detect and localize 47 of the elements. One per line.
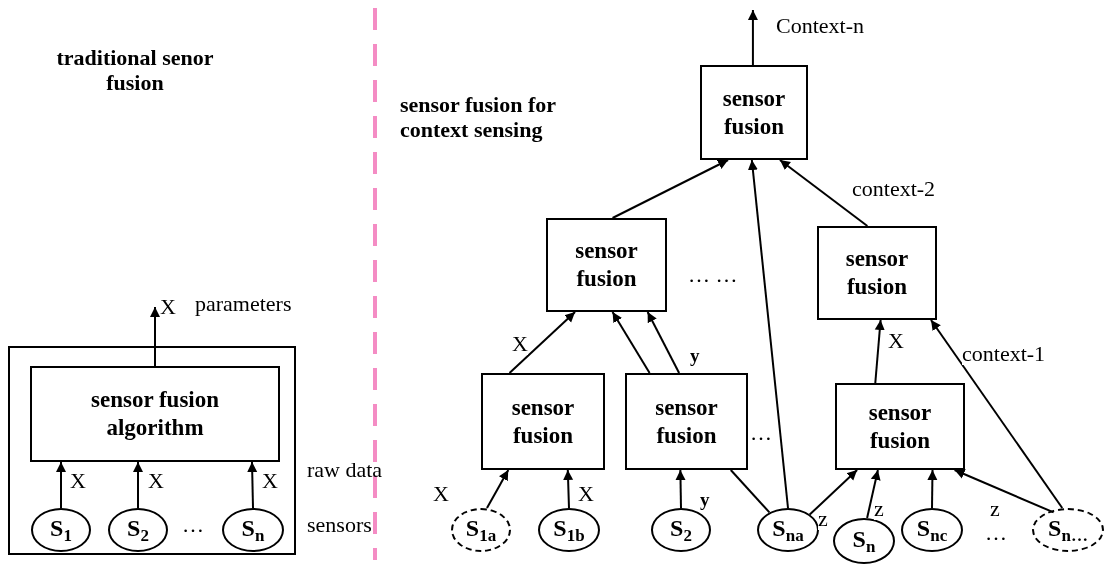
process-box: sensor fusion (481, 373, 605, 470)
sensor-ellipse: S$_{n}$ (222, 508, 284, 552)
arrow (611, 311, 651, 374)
process-box: sensor fusion (625, 373, 748, 470)
enclosing-box (8, 346, 296, 555)
arrow (56, 461, 66, 509)
arrow (874, 319, 885, 384)
process-box: sensor fusion (546, 218, 667, 312)
sensor-ellipse: S$_{n}$ (833, 518, 895, 564)
arrow (930, 319, 1064, 509)
arrow (611, 159, 730, 219)
sensor-ellipse: S$_{1b}$ (538, 508, 600, 552)
arrow (747, 9, 758, 66)
arrow (133, 461, 143, 509)
process-box: sensor fusion (835, 383, 965, 470)
text-label: sensors (307, 512, 372, 538)
text-label: raw data (307, 457, 383, 483)
text-label: … (750, 420, 772, 446)
sensor-ellipse: S$_{1a}$ (451, 508, 511, 552)
sensor-ellipse: S$_{1}$ (31, 508, 91, 552)
arrow (646, 311, 681, 374)
arrow (747, 159, 789, 509)
sensor-ellipse: S$_{2}$ (108, 508, 168, 552)
heading: sensor fusion for context sensing (400, 92, 557, 143)
sensor-ellipse: S$_{na}$ (757, 508, 819, 552)
arrow (247, 461, 258, 509)
arrow (675, 469, 686, 509)
process-box: sensor fusion (817, 226, 937, 320)
arrow (953, 469, 1055, 514)
heading: traditional senor fusion (55, 45, 215, 96)
sensor-ellipse: S$_{n…}$ (1032, 508, 1104, 552)
text-label: … (182, 512, 204, 538)
arrow (486, 469, 510, 509)
text-label: parameters (195, 291, 292, 317)
arrow (778, 159, 869, 227)
arrow (927, 469, 938, 509)
text-label: … (985, 520, 1007, 546)
arrow (563, 469, 574, 509)
arrow (866, 469, 881, 519)
text-label: … … (688, 262, 738, 288)
arrow (508, 311, 577, 374)
process-box: sensor fusion (700, 65, 808, 160)
arrow (150, 306, 160, 367)
arrow (808, 469, 859, 516)
process-box: sensor fusion algorithm (30, 366, 280, 462)
sensor-ellipse: S$_{nc}$ (901, 508, 963, 552)
edge-label: z (818, 508, 828, 530)
